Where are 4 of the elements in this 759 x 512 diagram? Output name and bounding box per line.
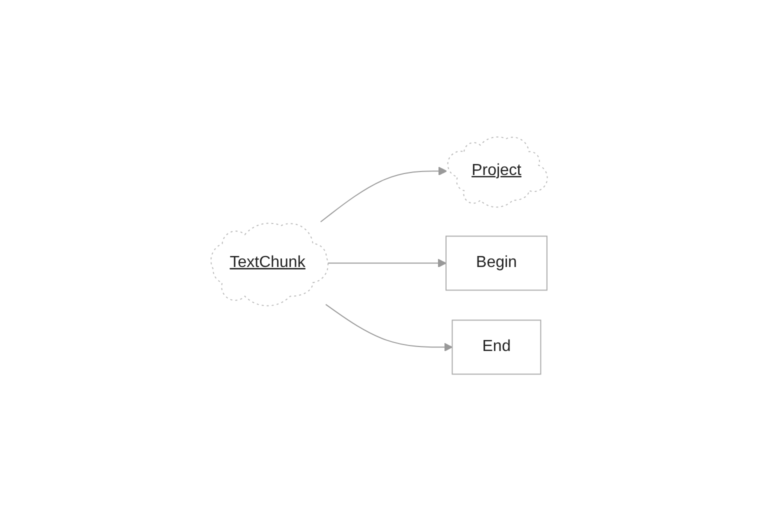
arrow [326,304,453,352]
arrow [320,167,448,223]
node-box: End [452,320,542,376]
node-box: Begin [446,236,548,292]
